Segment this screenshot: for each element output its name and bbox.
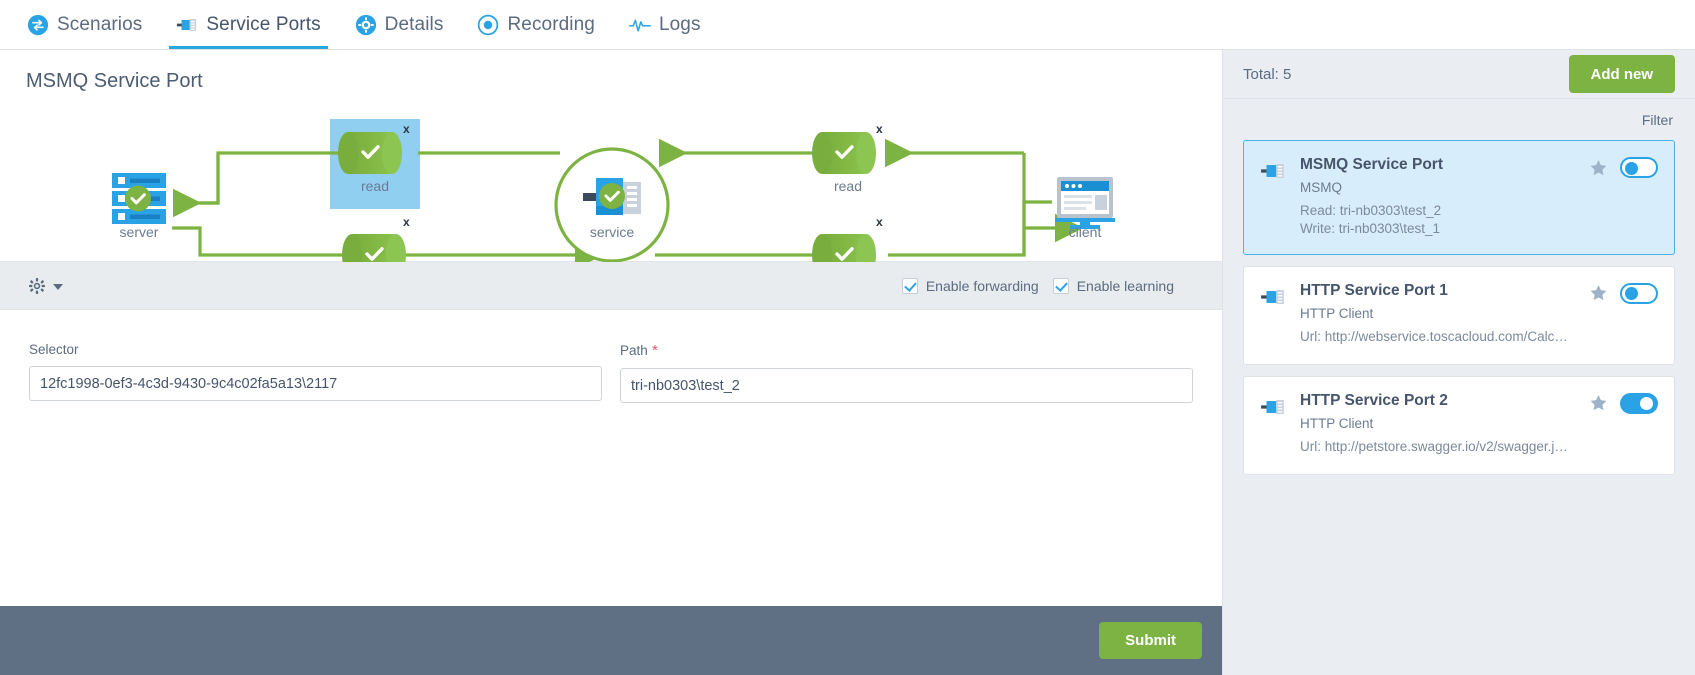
selector-field-group: Selector [29, 342, 602, 619]
card-subtitle: HTTP Client [1300, 415, 1374, 431]
service-port-icon [1261, 399, 1284, 414]
diagram-canvas [112, 119, 1115, 262]
selector-input[interactable] [29, 366, 602, 401]
path-field-group: Path * [620, 342, 1193, 619]
enable-learning-checkbox[interactable]: Enable learning [1052, 277, 1174, 294]
submit-button[interactable]: Submit [1099, 622, 1202, 659]
card-body: HTTP Service Port 2 HTTP Client Url: htt… [1300, 392, 1658, 458]
node-label-client: client [1068, 224, 1102, 240]
side-panel-header: Total: 5 Add new [1223, 50, 1695, 99]
card-subtitle: HTTP Client [1300, 305, 1374, 321]
tab-label: Details [384, 13, 444, 35]
node-label-service: service [589, 224, 635, 240]
node-label-read-right: read [833, 178, 863, 194]
card-meta-url: Url: http://petstore.swagger.io/v2/swagg… [1300, 438, 1568, 454]
service-port-icon [1261, 163, 1284, 179]
path-input[interactable] [620, 368, 1193, 403]
path-label-text: Path [620, 343, 648, 358]
gear-circle-icon [355, 14, 376, 35]
pulse-icon [629, 19, 651, 32]
card-body: HTTP Service Port 1 HTTP Client Url: htt… [1300, 282, 1658, 348]
service-port-card-http-1[interactable]: HTTP Service Port 1 HTTP Client Url: htt… [1243, 265, 1675, 365]
card-subtitle: MSMQ [1300, 180, 1342, 195]
write-node-right[interactable] [812, 234, 876, 262]
top-tab-bar: Scenarios Service Ports Details [0, 0, 1695, 50]
enable-toggle[interactable] [1620, 392, 1658, 414]
tab-details[interactable]: Details [338, 0, 461, 49]
service-port-icon [1261, 289, 1284, 304]
service-port-icon [177, 18, 197, 31]
path-label: Path * [620, 342, 1193, 359]
page-title: MSMQ Service Port [26, 70, 203, 92]
checkbox-box [901, 277, 918, 294]
settings-menu-button[interactable] [27, 276, 63, 296]
enable-toggle[interactable] [1620, 157, 1658, 178]
record-icon [478, 14, 499, 35]
selector-label: Selector [29, 342, 79, 357]
exchange-icon [27, 14, 49, 35]
service-icon [583, 178, 641, 215]
card-title: HTTP Service Port 2 [1300, 391, 1448, 409]
tab-label: Service Ports [206, 13, 321, 35]
card-meta-url: Url: http://webservice.toscacloud.com/Ca… [1300, 328, 1568, 344]
chevron-down-icon [53, 284, 63, 290]
enable-toggle[interactable] [1620, 282, 1658, 304]
service-port-card-http-2[interactable]: HTTP Service Port 2 HTTP Client Url: htt… [1243, 375, 1675, 475]
toolbar-checkbox-group: Enable forwarding Enable learning [901, 277, 1174, 294]
card-meta-read: Read: tri-nb0303\test_2 [1300, 203, 1442, 218]
gear-icon [29, 277, 45, 294]
read-node-left[interactable] [338, 132, 402, 174]
remove-write-right-button[interactable]: x [876, 215, 883, 229]
total-count-label: Total: 5 [1243, 65, 1292, 83]
toggle-knob [1625, 287, 1638, 301]
star-icon[interactable] [1588, 393, 1609, 413]
required-marker: * [647, 342, 658, 359]
server-icon [112, 173, 166, 224]
tab-logs[interactable]: Logs [612, 0, 718, 49]
node-label-read-left: read [360, 178, 390, 194]
service-port-list: MSMQ Service Port MSMQ Read: tri-nb0303\… [1223, 140, 1695, 475]
tab-label: Recording [507, 13, 595, 35]
checkbox-label: Enable learning [1076, 277, 1174, 294]
read-node-right[interactable] [812, 132, 876, 174]
card-body: MSMQ Service Port MSMQ Read: tri-nb0303\… [1300, 156, 1658, 238]
tab-label: Scenarios [57, 13, 143, 35]
service-port-card-msmq[interactable]: MSMQ Service Port MSMQ Read: tri-nb0303\… [1243, 140, 1675, 255]
form-footer: Submit [0, 606, 1222, 675]
star-icon[interactable] [1588, 158, 1609, 178]
add-new-button[interactable]: Add new [1568, 55, 1675, 93]
service-ports-side-panel: Total: 5 Add new Filter MSMQ Service Por… [1222, 50, 1695, 675]
remove-write-left-button[interactable]: x [403, 215, 410, 229]
remove-read-left-button[interactable]: x [403, 122, 410, 136]
options-toolbar: Enable forwarding Enable learning [0, 262, 1222, 310]
card-meta-write: Write: tri-nb0303\test_1 [1300, 220, 1441, 236]
card-controls [1588, 157, 1658, 178]
tab-service-ports[interactable]: Service Ports [159, 0, 337, 49]
service-port-diagram: MSMQ Service Port [0, 50, 1222, 286]
write-node-left[interactable] [342, 234, 406, 262]
card-title: HTTP Service Port 1 [1300, 281, 1448, 299]
monitor-icon [1055, 177, 1115, 229]
checkbox-label: Enable forwarding [925, 277, 1039, 294]
toggle-knob [1625, 161, 1638, 175]
service-port-form: Selector Path * [0, 310, 1222, 619]
card-title: MSMQ Service Port [1300, 156, 1443, 173]
toggle-knob [1640, 397, 1653, 411]
checkbox-box [1052, 277, 1069, 294]
enable-forwarding-checkbox[interactable]: Enable forwarding [901, 277, 1039, 294]
node-label-server: server [119, 224, 159, 240]
star-icon[interactable] [1588, 283, 1609, 303]
card-controls [1588, 282, 1658, 304]
card-controls [1588, 392, 1658, 414]
tab-scenarios[interactable]: Scenarios [10, 0, 159, 49]
remove-read-right-button[interactable]: x [876, 122, 883, 136]
tab-label: Logs [658, 13, 701, 35]
tab-recording[interactable]: Recording [460, 0, 612, 49]
main-content: MSMQ Service Port [0, 50, 1222, 675]
filter-button[interactable]: Filter [1641, 111, 1673, 128]
